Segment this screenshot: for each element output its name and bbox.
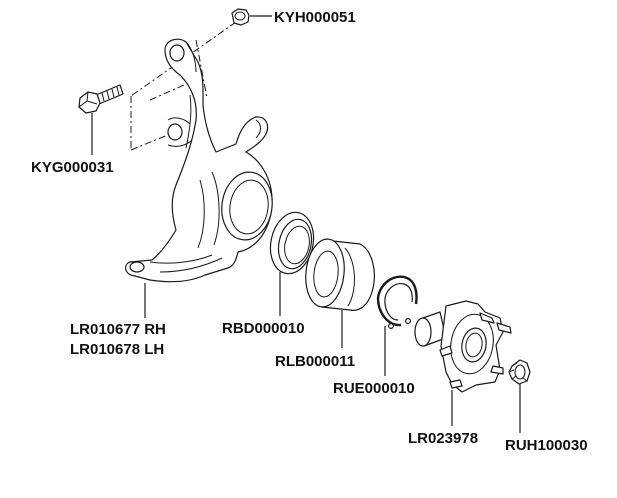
bearing-rlb000011	[305, 238, 375, 311]
circlip-rue000010	[376, 275, 418, 330]
label-kyh000051: KYH000051	[274, 9, 356, 26]
label-knuckle-lh: LR010678 LH	[70, 341, 164, 358]
nut-kyh000051	[231, 8, 250, 26]
hub-nut-ruh100030	[508, 359, 531, 385]
label-rue000010: RUE000010	[333, 380, 415, 397]
seal-rbd000010	[269, 211, 315, 275]
label-ruh100030: RUH100030	[505, 437, 588, 454]
bolt-kyg000031	[78, 84, 124, 114]
label-knuckle-rh: LR010677 RH	[70, 321, 166, 338]
steering-knuckle	[125, 38, 273, 283]
label-lr023978: LR023978	[408, 430, 478, 447]
label-kyg000031: KYG000031	[31, 159, 114, 176]
hub-lr023978	[414, 300, 512, 393]
label-rlb000011: RLB000011	[275, 353, 355, 370]
leader-lines	[91, 15, 521, 433]
label-rbd000010: RBD000010	[222, 320, 305, 337]
